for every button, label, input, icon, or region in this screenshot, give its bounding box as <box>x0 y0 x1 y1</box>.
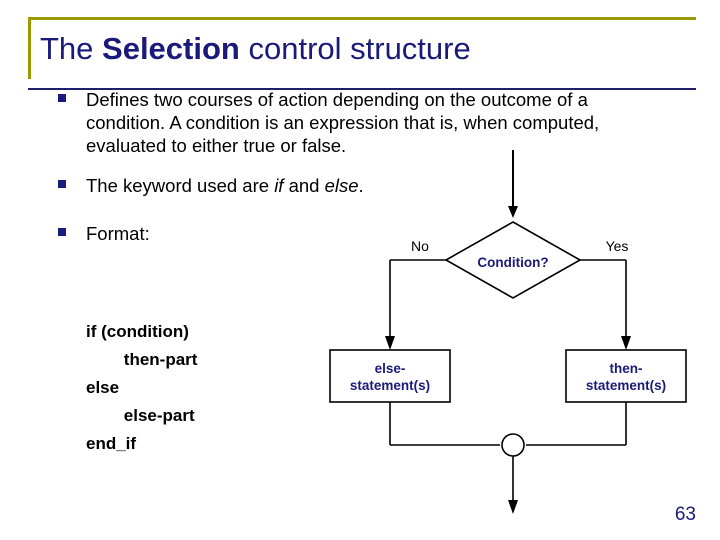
process-box-else-line1: else- <box>374 361 406 376</box>
list-item-keyword-else: else <box>324 175 359 196</box>
list-item-keyword-if: if <box>274 175 284 196</box>
title-text-bold: Selection <box>102 31 240 66</box>
top-border-rule <box>28 17 696 20</box>
list-item-label: Defines two courses of action depending … <box>86 89 600 156</box>
process-box-else-label: else- statement(s) <box>331 360 449 394</box>
list-item-text-before: The keyword used are <box>86 175 275 196</box>
page-number: 63 <box>674 504 696 525</box>
decision-diamond <box>444 221 582 299</box>
decision-label: Condition? <box>477 255 549 270</box>
arrowhead-yes <box>621 336 631 350</box>
arrowhead-no <box>385 336 395 350</box>
title-text-1: The <box>40 31 103 66</box>
process-box-then-line2: statement(s) <box>585 378 667 393</box>
list-item-label: Format: <box>86 223 150 244</box>
title-underline-rule <box>28 88 696 90</box>
branch-label-yes: Yes <box>605 238 629 254</box>
bullet-list: Defines two courses of action depending … <box>48 88 658 259</box>
left-border-rule <box>28 17 31 79</box>
process-box-then-line1: then- <box>609 361 643 376</box>
list-item-text-middle: and <box>283 175 325 196</box>
title-text-2: control structure <box>239 31 471 66</box>
bullet-square-icon <box>58 228 66 236</box>
bullet-square-icon <box>58 180 66 188</box>
page-title: The Selection control structure <box>40 30 680 67</box>
arrowhead-exit <box>508 500 518 514</box>
list-item: The keyword used are if and else. <box>48 174 658 197</box>
flowchart-diagram: No Yes Condition? else- statement(s) the… <box>300 150 710 530</box>
process-box-else <box>329 349 451 403</box>
process-box-else-line2: statement(s) <box>349 378 431 393</box>
list-item-text-after: . <box>358 175 364 196</box>
process-box-then-label: then- statement(s) <box>567 360 685 394</box>
code-sample: if (condition) then-part else else-part … <box>86 322 198 453</box>
list-item: Defines two courses of action depending … <box>48 88 658 157</box>
process-box-then <box>565 349 687 403</box>
bullet-square-icon <box>58 94 66 102</box>
merge-connector-circle <box>501 433 525 457</box>
list-item: Format: <box>48 222 658 245</box>
branch-label-no: No <box>411 238 429 254</box>
arrowhead-in <box>508 206 518 218</box>
